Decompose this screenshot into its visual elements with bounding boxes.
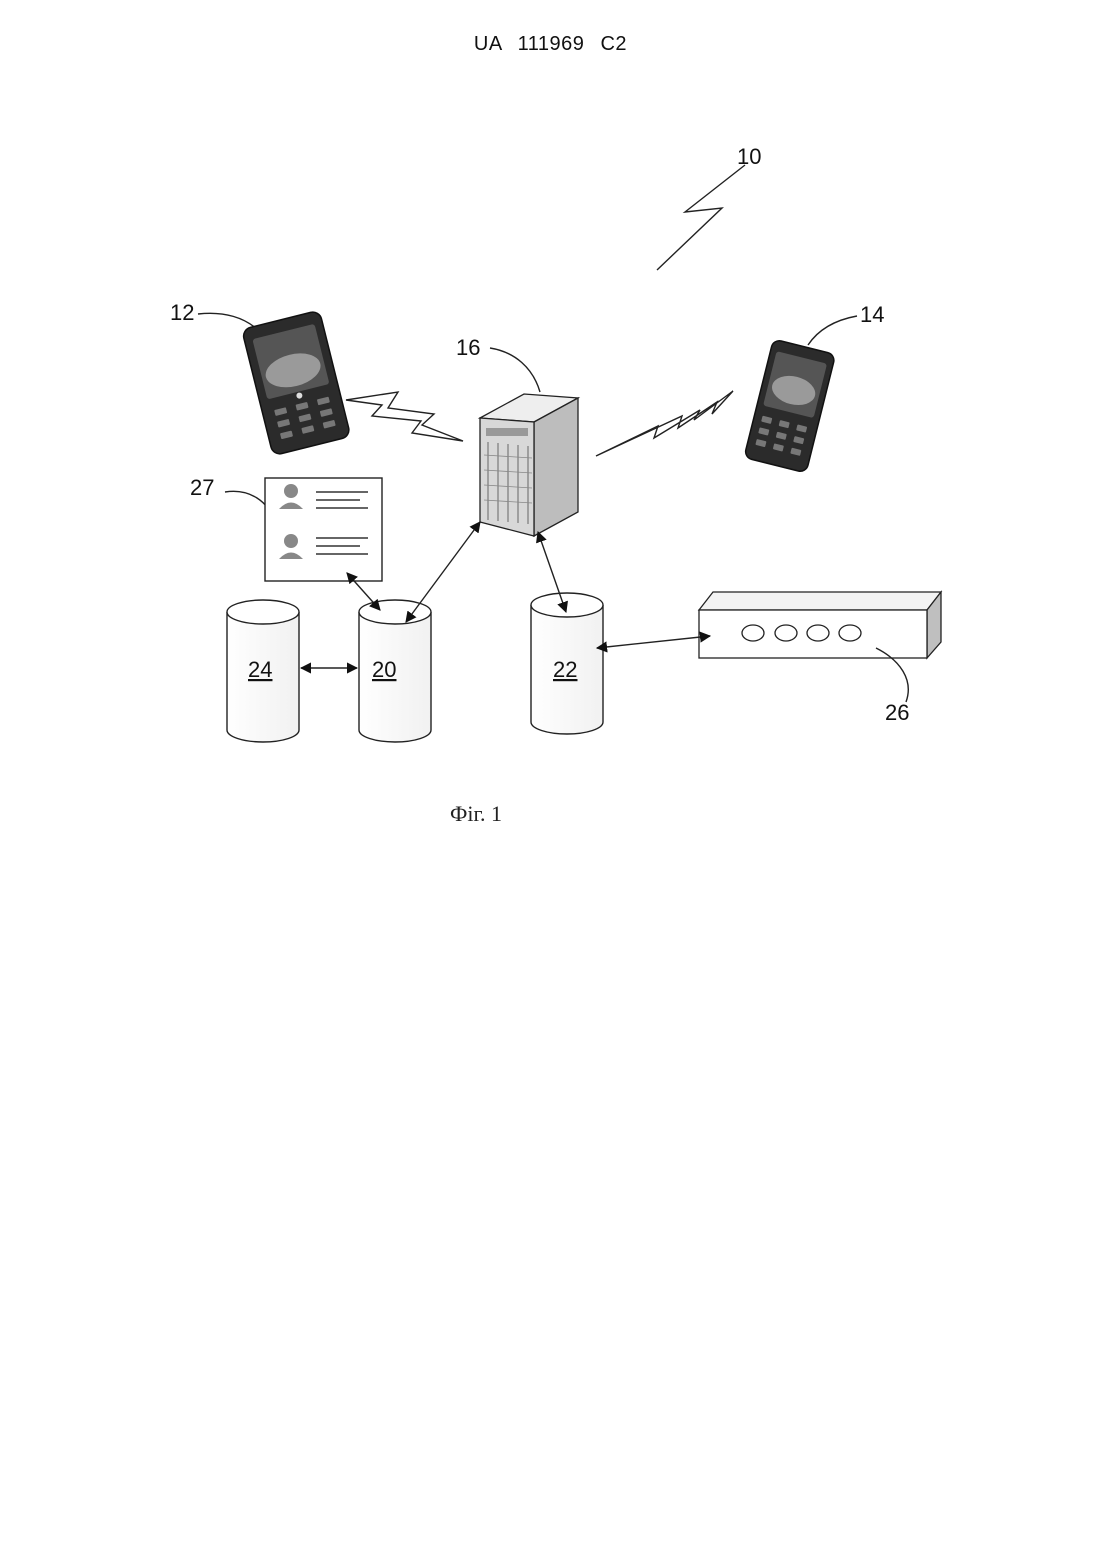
wireless-link-left [346, 392, 463, 441]
device-box [699, 592, 941, 658]
arrow-db22-device [597, 636, 710, 648]
server-tower [480, 394, 578, 536]
database-label-24: 24 [248, 657, 272, 682]
mobile-phone-left [242, 310, 351, 455]
wireless-link-right [596, 391, 733, 456]
ref-label-16: 16 [456, 335, 480, 360]
database-label-20: 20 [372, 657, 396, 682]
ref-label-14: 14 [860, 302, 884, 327]
database-label-22: 22 [553, 657, 577, 682]
leader-line-14 [808, 316, 857, 345]
system-link-symbol [657, 165, 745, 270]
leader-line-16 [490, 348, 540, 392]
ref-label-10: 10 [737, 144, 761, 169]
ref-label-26: 26 [885, 700, 909, 725]
user-records-card [265, 478, 382, 581]
figure-caption: Фіг. 1 [450, 801, 502, 827]
ref-label-12: 12 [170, 300, 194, 325]
ref-label-27: 27 [190, 475, 214, 500]
arrow-db20-server [406, 522, 480, 622]
mobile-phone-right [744, 339, 836, 473]
